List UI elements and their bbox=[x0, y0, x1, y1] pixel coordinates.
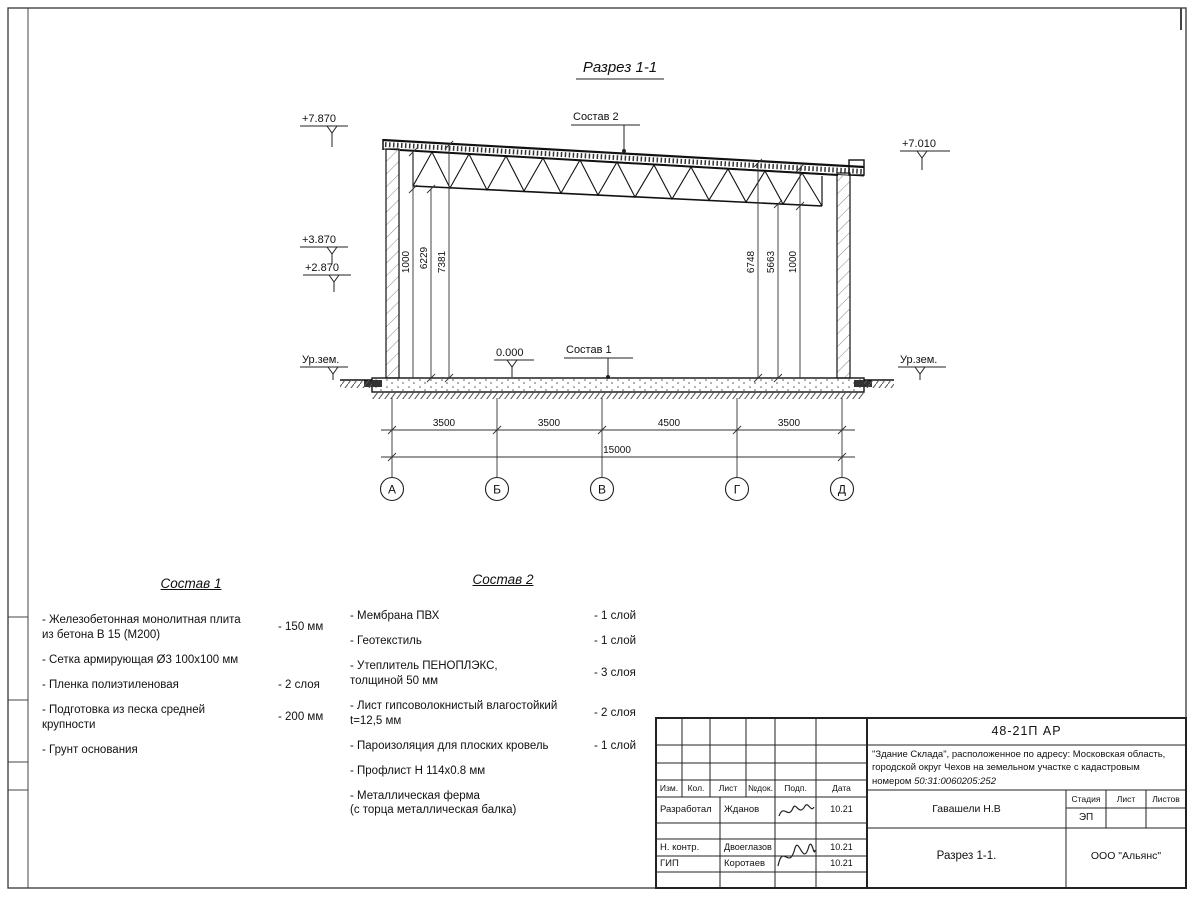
left-wall bbox=[385, 148, 400, 379]
left-footing bbox=[364, 380, 382, 387]
elevation-label: +7.870 bbox=[302, 113, 336, 125]
dimension-label: 6229 bbox=[419, 246, 430, 269]
steel-truss bbox=[399, 149, 839, 207]
dimension-label: 5663 bbox=[766, 250, 777, 273]
axis-bubble bbox=[829, 476, 855, 502]
elevation-ground-right: Ур.зем. bbox=[898, 354, 946, 380]
dimension-label: 3500 bbox=[538, 418, 561, 429]
dimension-label: 3500 bbox=[433, 418, 456, 429]
roof-edge-beam bbox=[848, 159, 865, 176]
elevation-ground-left: Ур.зем. bbox=[300, 354, 348, 380]
dimension-label: 1000 bbox=[401, 250, 412, 273]
grid-axes: А Б В Г Д bbox=[379, 476, 855, 502]
elevation-marks: +7.870 +3.870 +2.870 Ур.зем. 0.000 +7.01… bbox=[300, 113, 950, 380]
axis-label: Д bbox=[838, 483, 846, 497]
title-block-grid bbox=[655, 717, 1187, 889]
dimension-label: 6748 bbox=[746, 250, 757, 273]
axis-bubble bbox=[589, 476, 615, 502]
section-title: Разрез 1-1 bbox=[576, 59, 664, 80]
sostav1-callout: Состав 1 bbox=[566, 344, 612, 356]
elevation-label: +7.010 bbox=[902, 138, 936, 150]
signatures bbox=[777, 804, 816, 867]
dimension-total-label: 15000 bbox=[603, 445, 631, 456]
elevation-3870: +3.870 bbox=[300, 234, 348, 264]
dimension-label: 4500 bbox=[658, 418, 681, 429]
dimension-label: 3500 bbox=[778, 418, 801, 429]
axis-bubble bbox=[484, 476, 510, 502]
axis-label: Г bbox=[734, 483, 741, 497]
elevation-7870: +7.870 bbox=[300, 113, 348, 147]
axis-label: В bbox=[598, 483, 606, 497]
ground-level-label: Ур.зем. bbox=[900, 354, 937, 366]
ground-level-label: Ур.зем. bbox=[302, 354, 339, 366]
signature bbox=[778, 804, 815, 817]
page-frame bbox=[7, 7, 1187, 889]
right-footing bbox=[854, 380, 872, 387]
elevation-2870: +2.870 bbox=[303, 262, 351, 292]
vertical-dimensions-right: 6748 5663 1000 bbox=[746, 158, 805, 383]
signature bbox=[777, 843, 816, 867]
axis-bubble bbox=[379, 476, 405, 502]
dimension-label: 7381 bbox=[437, 250, 448, 273]
elevation-label: +3.870 bbox=[302, 234, 336, 246]
elevation-7010: +7.010 bbox=[900, 138, 950, 170]
axis-label: Б bbox=[493, 483, 501, 497]
sostav2-callout: Состав 2 bbox=[573, 111, 619, 123]
floor-slab bbox=[340, 377, 894, 399]
elevation-0000: 0.000 bbox=[494, 347, 534, 377]
right-wall bbox=[836, 172, 851, 379]
section-title-text: Разрез 1-1 bbox=[583, 59, 657, 76]
horizontal-dimension-chain: 3500 3500 4500 3500 15000 bbox=[381, 398, 855, 477]
elevation-label: 0.000 bbox=[496, 347, 524, 359]
vertical-dimensions-left: 1000 6229 7381 bbox=[401, 140, 454, 383]
axis-label: А bbox=[388, 483, 396, 497]
composition-leaders: Состав 2 Состав 1 bbox=[564, 111, 640, 379]
axis-bubble bbox=[724, 476, 750, 502]
elevation-label: +2.870 bbox=[305, 262, 339, 274]
dimension-label: 1000 bbox=[788, 250, 799, 273]
